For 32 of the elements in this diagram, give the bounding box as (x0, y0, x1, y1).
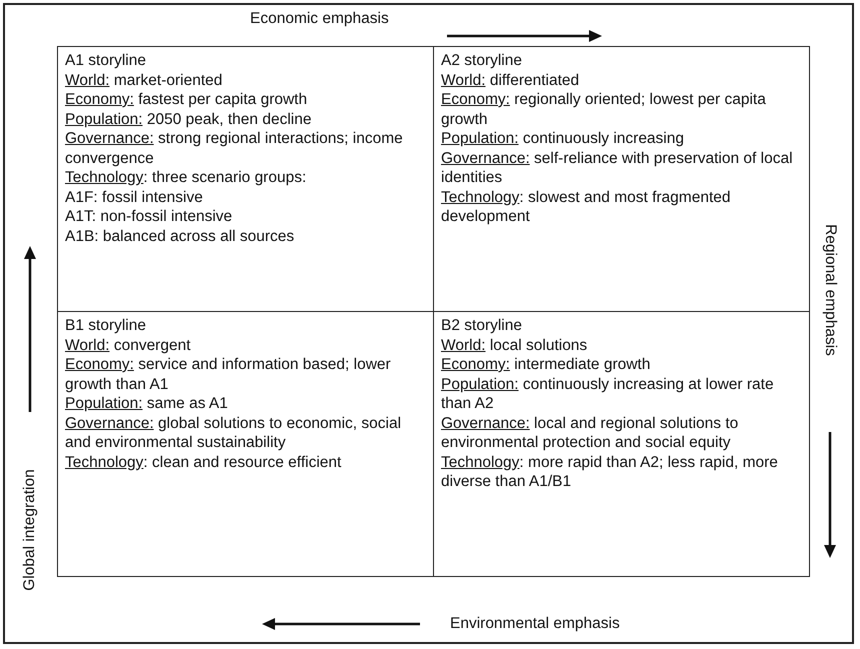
scenario-text: Population: 2050 peak, then decline (65, 110, 312, 129)
scenario-text: Technology: three scenario groups: (65, 168, 308, 188)
scenario-panel (57, 46, 434, 312)
scenario-text: Governance: strong regional interactions; income convergence (65, 129, 404, 168)
scenario-text: Population: continuously increasing (441, 129, 685, 148)
axis-label: Global integration (20, 469, 39, 591)
scenario-text: World: differentiated (441, 70, 580, 90)
scenario-text: Technology: slowest and most fragmented development (441, 188, 732, 226)
axis-label: Environmental emphasis (450, 615, 620, 633)
storyline-heading: A1 storyline (65, 51, 147, 70)
scenario-text: Governance: self-reliance with preservation of local identities (441, 148, 794, 188)
scenario-text: Technology: more rapid than A2; less rapid, more diverse than A1/B1 (441, 452, 779, 492)
scenario-text: Technology: clean and resource efficient (65, 452, 342, 472)
scenario-text: Economy: intermediate growth (441, 355, 652, 374)
scenario-text: Governance: local and regional solutions to environmental protection and social equity (441, 414, 740, 452)
axis-label: Economic emphasis (250, 10, 389, 28)
scenario-text: A1F: fossil intensive (65, 188, 204, 207)
scenario-text: World: local solutions (441, 336, 588, 355)
scenario-panel (433, 46, 810, 312)
scenario-panel (57, 311, 434, 577)
scenario-text: Governance: global solutions to economic, social and environmental sustainability (65, 414, 402, 452)
scenario-text: World: convergent (65, 336, 192, 355)
storyline-heading: B1 storyline (65, 316, 147, 336)
scenario-text: A1B: balanced across all sources (65, 226, 296, 246)
axis-label: Regional emphasis (820, 224, 839, 356)
scenario-text: World: market-oriented (65, 70, 224, 90)
scenario-text: A1T: non-fossil intensive (65, 207, 234, 226)
storyline-heading: B2 storyline (441, 316, 523, 336)
scenario-text: Population: same as A1 (65, 394, 229, 414)
scenario-text: Economy: fastest per capita growth (65, 90, 308, 110)
scenario-panel (433, 311, 810, 577)
storyline-heading: A2 storyline (441, 51, 523, 70)
